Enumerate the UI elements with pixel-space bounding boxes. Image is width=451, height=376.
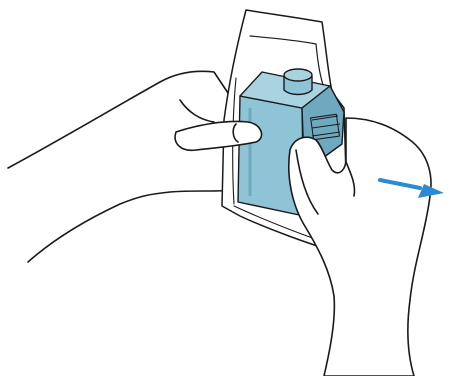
right-hand xyxy=(289,118,431,376)
ink-tank-cap-top xyxy=(284,69,312,81)
left-hand xyxy=(8,71,236,262)
